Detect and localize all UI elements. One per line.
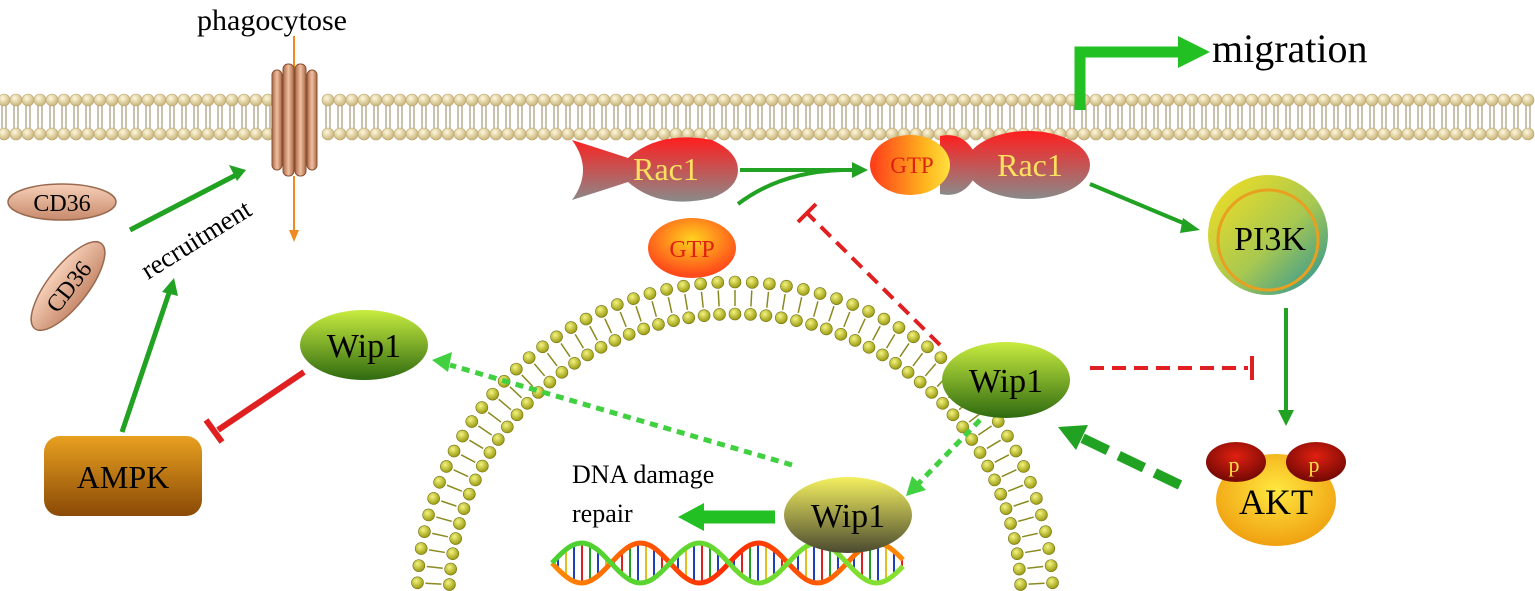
- akt-p-right: p: [1309, 452, 1320, 477]
- wip1-right-label: Wip1: [969, 363, 1043, 400]
- migration-arrow: [1074, 36, 1210, 110]
- pi3k-label: PI3K: [1234, 221, 1306, 258]
- rac1-free-label: Rac1: [633, 151, 699, 187]
- nuclear-membrane: [411, 275, 1059, 591]
- repair-label: repair: [572, 499, 633, 528]
- wip1-nucleus: Wip1: [784, 477, 912, 553]
- gtp-free: GTP: [648, 218, 736, 278]
- wip1-left-label: Wip1: [327, 328, 401, 365]
- rac1-bound-label: Rac1: [997, 147, 1063, 183]
- rac1-gtp-complex: GTP Rac1: [870, 131, 1090, 199]
- cd36-top-label: CD36: [33, 191, 90, 217]
- akt-label: AKT: [1239, 482, 1313, 522]
- gtp-free-label: GTP: [669, 237, 714, 263]
- recruitment-label: recruitment: [135, 193, 257, 285]
- migration-label: migration: [1212, 26, 1368, 71]
- ampk: AMPK: [44, 436, 202, 516]
- akt: p p AKT: [1206, 442, 1346, 546]
- dna-helix: [550, 540, 905, 586]
- pi3k: PI3K: [1208, 175, 1328, 295]
- gtp-bound-label: GTP: [890, 153, 933, 178]
- activation-arrows: [119, 162, 1294, 531]
- cell-membrane: [0, 93, 1535, 141]
- phagocytose-channel: [271, 36, 318, 242]
- rac1-free: Rac1: [572, 137, 738, 202]
- cd36-bottom: CD36: [30, 240, 106, 332]
- dotted-arrows: [432, 352, 982, 496]
- dna-damage-label: DNA damage: [572, 460, 714, 489]
- wip1-left: Wip1: [300, 310, 428, 380]
- akt-p-left: p: [1229, 452, 1240, 477]
- akt-to-wip1-dashed: [1058, 425, 1183, 490]
- phagocytose-label: phagocytose: [197, 4, 347, 37]
- cd36-top: CD36: [7, 183, 117, 221]
- inhibition-lines: [203, 202, 1254, 444]
- wip1-nucleus-label: Wip1: [811, 498, 885, 535]
- wip1-right: Wip1: [942, 342, 1070, 418]
- ampk-label: AMPK: [77, 459, 169, 495]
